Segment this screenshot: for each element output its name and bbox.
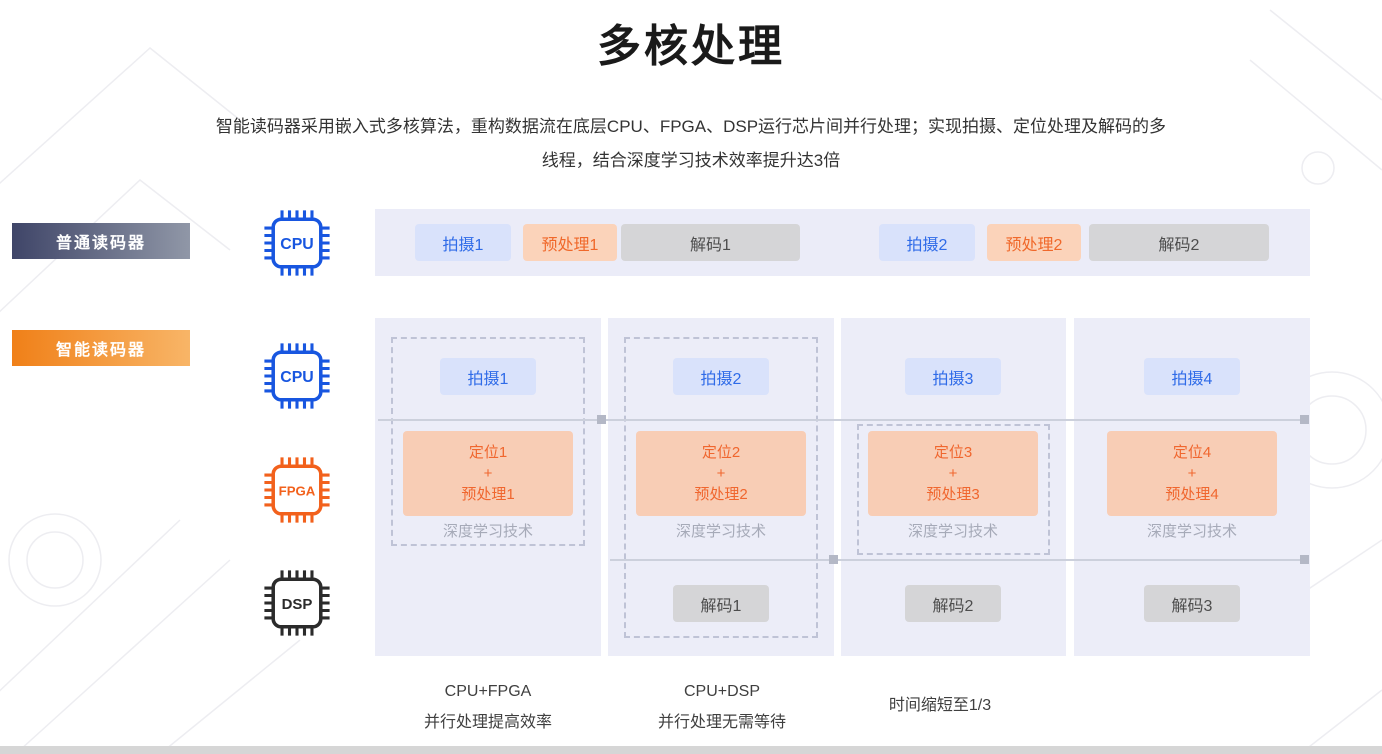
description-line-2: 线程，结合深度学习技术效率提升达3倍 [541,151,841,170]
locate-label: 定位2 [701,444,741,461]
timeline-row2-handle-end [1300,555,1309,564]
chip-label: CPU [280,369,313,386]
timeline-row1-handle-mid [597,415,606,424]
page-description: 智能读码器采用嵌入式多核算法，重构数据流在底层CPU、FPGA、DSP运行芯片间… [0,110,1382,178]
deep-learning-label-4: 深度学习技术 [1146,523,1237,540]
normal-row-decode-1-box: 解码1 [621,224,800,261]
caption-col2-line1: CPU+DSP [683,683,761,700]
timeline-row1-handle-end [1300,415,1309,424]
deep-learning-dashed-box-col3 [857,424,1050,555]
caption-col3: 时间缩短至1/3 [840,690,1040,721]
chip-label: FPGA [279,483,316,498]
normal-reader-label: 普通读码器 [55,235,146,252]
smart-decode-1-box: 解码1 [673,585,769,622]
smart-capture-2-box: 拍摄2 [673,358,769,395]
locate-preprocess-box-3: 定位3 + 预处理3 [868,431,1038,516]
locate-preprocess-box-2: 定位2 + 预处理2 [636,431,806,516]
locate-label: 定位4 [1172,444,1212,461]
normal-row-decode-2-box: 解码2 [1089,224,1269,261]
preprocess-label: 预处理4 [1165,486,1219,503]
chip-pins [264,343,330,409]
normal-row-capture-1-box: 拍摄1 [415,224,511,261]
description-line-1: 智能读码器采用嵌入式多核算法，重构数据流在底层CPU、FPGA、DSP运行芯片间… [215,117,1167,136]
preprocess-label: 预处理1 [461,486,515,503]
locate-label: 定位1 [468,444,508,461]
caption-col3-line1: 时间缩短至1/3 [888,697,992,714]
smart-decode-2-box: 解码2 [905,585,1001,622]
chip-body [271,217,323,269]
locate-preprocess-box-1: 定位1 + 预处理1 [403,431,573,516]
normal-reader-badge: 普通读码器 [12,223,190,259]
locate-label: 定位3 [933,444,973,461]
smart-capture-4-box: 拍摄4 [1144,358,1240,395]
page-title: 多核处理 [597,22,785,71]
chip-label: CPU [280,236,313,253]
smart-reader-badge: 智能读码器 [12,330,190,366]
caption-col1-line1: CPU+FPGA [444,683,532,700]
deep-learning-dashed-box-col2 [624,337,818,638]
plus-sign: + [716,465,726,482]
normal-row-preprocess-1-box: 预处理1 [523,224,617,261]
timeline-row1-line [378,419,1308,421]
plus-sign: + [1187,465,1197,482]
plus-sign: + [483,465,493,482]
chip-body [271,350,323,402]
chip-label: DSP [282,596,313,613]
cpu-chip-icon-smart-row: CPU [264,343,330,409]
chip-pins [264,210,330,276]
deep-learning-label-1: 深度学习技术 [442,523,533,540]
smart-decode-3-box: 解码3 [1144,585,1240,622]
dsp-chip-icon: DSP [264,570,330,636]
chip-pins [264,457,330,523]
chip-body [271,464,323,516]
normal-row-capture-2-box: 拍摄2 [879,224,975,261]
caption-col1-line2: 并行处理提高效率 [423,714,552,731]
fpga-chip-icon: FPGA [264,457,330,523]
preprocess-label: 预处理2 [694,486,748,503]
timeline-row2-handle-mid [829,555,838,564]
normal-row-preprocess-2-box: 预处理2 [987,224,1081,261]
caption-col2-line2: 并行处理无需等待 [657,714,786,731]
deep-learning-label-3: 深度学习技术 [907,523,998,540]
timeline-row2-line [610,559,1308,561]
deep-learning-label-2: 深度学习技术 [675,523,766,540]
caption-col1: CPU+FPGA 并行处理提高效率 [388,676,588,738]
cpu-chip-icon-normal-row: CPU [264,210,330,276]
caption-col2: CPU+DSP 并行处理无需等待 [622,676,822,738]
smart-capture-1-box: 拍摄1 [440,358,536,395]
deep-learning-dashed-box-col1 [391,337,585,546]
smart-reader-label: 智能读码器 [55,342,146,359]
bottom-gray-bar [0,746,1382,754]
smart-capture-3-box: 拍摄3 [905,358,1001,395]
chip-body [271,577,323,629]
preprocess-label: 预处理3 [926,486,980,503]
locate-preprocess-box-4: 定位4 + 预处理4 [1107,431,1277,516]
chip-pins [264,570,330,636]
plus-sign: + [948,465,958,482]
